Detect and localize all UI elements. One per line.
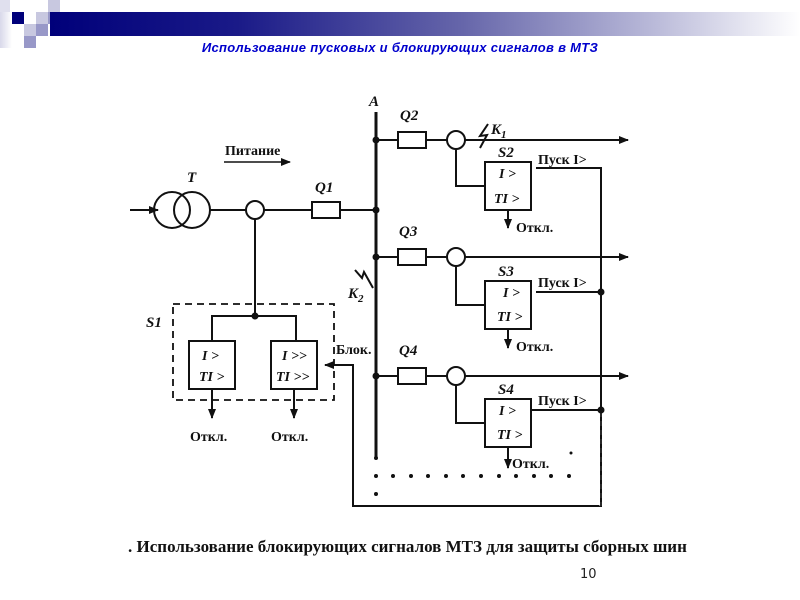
header-banner xyxy=(50,12,800,36)
fault-k2-icon xyxy=(354,269,374,289)
s1-left-setting-1: I > xyxy=(201,349,219,364)
s2-trip-label: Откл. xyxy=(516,221,553,236)
s2-label: S2 xyxy=(498,145,514,161)
transformer-winding-2 xyxy=(173,191,211,229)
s1-boundary xyxy=(172,303,335,401)
s4-trip-label: Откл. xyxy=(512,457,549,472)
page-number: 10 xyxy=(580,567,597,582)
block-signal-line xyxy=(324,361,602,507)
s1-label: S1 xyxy=(146,315,162,331)
slide-title: Использование пусковых и блокирующих сиг… xyxy=(201,40,599,55)
fault-k1-icon xyxy=(477,123,489,149)
s1-right-trip-label: Откл. xyxy=(271,430,308,445)
transformer-label: T xyxy=(187,170,197,186)
s2-setting-2: TI > xyxy=(494,192,520,207)
fault-k2-label: K2 xyxy=(347,286,364,305)
s1-left-trip-label: Откл. xyxy=(190,430,227,445)
current-transformer-s4 xyxy=(446,366,466,386)
s3-label: S3 xyxy=(498,264,514,280)
breaker-q1 xyxy=(311,201,341,219)
s3-setting-1: I > xyxy=(502,286,520,301)
block-label: Блок. xyxy=(336,343,372,358)
current-transformer-s3 xyxy=(446,247,466,267)
bus-label: A xyxy=(368,94,379,110)
breaker-q3 xyxy=(397,248,427,266)
s2-start-label: Пуск I> xyxy=(538,153,587,168)
s3-trip-label: Откл. xyxy=(516,340,553,355)
s1-right-setting-2: TI >> xyxy=(276,370,309,385)
s3-start-label: Пуск I> xyxy=(538,276,587,291)
s4-setting-1: I > xyxy=(498,404,516,419)
current-transformer-s2 xyxy=(446,130,466,150)
figure-caption: . Использование блокирующих сигналов МТЗ… xyxy=(128,537,687,556)
s1-left-setting-2: TI > xyxy=(199,370,225,385)
s4-start-label: Пуск I> xyxy=(538,394,587,409)
s1-right-setting-1: I >> xyxy=(281,349,307,364)
s2-setting-1: I > xyxy=(498,167,516,182)
supply-label: Питание xyxy=(225,144,280,159)
breaker-q4-label: Q4 xyxy=(399,343,418,359)
breaker-q2-label: Q2 xyxy=(400,108,419,124)
s4-setting-2: TI > xyxy=(497,428,523,443)
fault-k1-label: K1 xyxy=(490,122,507,141)
breaker-q3-label: Q3 xyxy=(399,224,418,240)
breaker-q1-label: Q1 xyxy=(315,180,333,196)
s3-setting-2: TI > xyxy=(497,310,523,325)
transformer-winding-1 xyxy=(153,191,191,229)
breaker-q4 xyxy=(397,367,427,385)
breaker-q2 xyxy=(397,131,427,149)
current-transformer-s1 xyxy=(245,200,265,220)
s4-label: S4 xyxy=(498,382,514,398)
